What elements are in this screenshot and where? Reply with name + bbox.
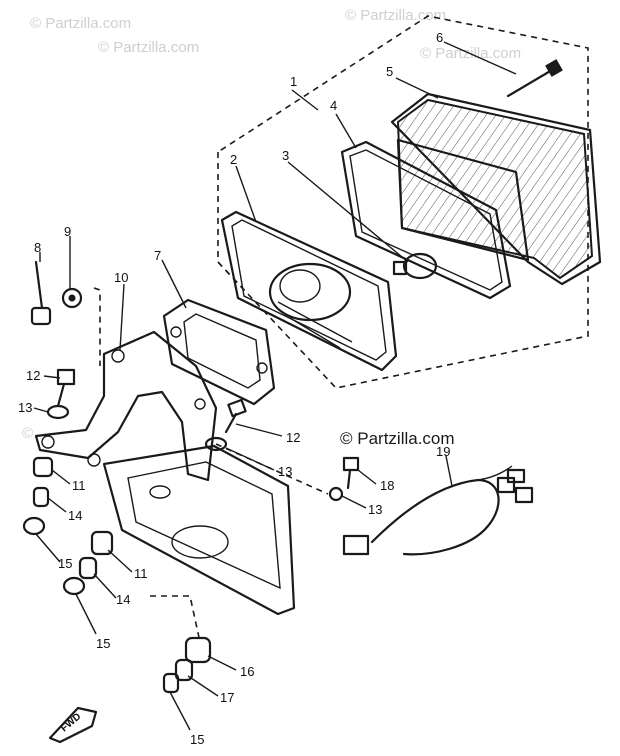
collar-14-center xyxy=(78,556,98,580)
lens-gasket xyxy=(340,140,512,300)
main-bracket xyxy=(34,330,218,482)
collar-11-center xyxy=(90,530,114,556)
callout-18: 18 xyxy=(380,478,394,493)
lens-screw xyxy=(506,59,563,98)
callout-14-left: 14 xyxy=(68,508,82,523)
bolt-8 xyxy=(30,260,52,326)
lamp-base xyxy=(220,210,398,372)
callout-8: 8 xyxy=(34,240,41,255)
callout-13-right: 13 xyxy=(278,464,292,479)
watermark-top-left-2: © Partzilla.com xyxy=(98,39,199,56)
license-bracket-plate xyxy=(162,298,276,406)
alignment-line-left xyxy=(93,287,101,366)
tail-lamp-lens xyxy=(390,92,602,286)
callout-7: 7 xyxy=(154,248,161,263)
nut-15-bottom xyxy=(162,672,180,694)
callout-6: 6 xyxy=(436,30,443,45)
forward-arrow-icon: FWD xyxy=(48,706,98,744)
wiring-harness xyxy=(342,465,534,556)
callout-13-center: 13 xyxy=(368,502,382,517)
callout-1: 1 xyxy=(290,74,297,89)
bolt-12-left xyxy=(56,368,76,408)
leader-lines xyxy=(33,41,517,731)
watermark-mid-left: © xyxy=(22,425,33,442)
collar-17 xyxy=(174,658,194,682)
callout-12-left: 12 xyxy=(26,368,40,383)
callout-2: 2 xyxy=(230,152,237,167)
watermark-main: © Partzilla.com xyxy=(340,429,455,448)
callout-16: 16 xyxy=(240,664,254,679)
callout-14-center: 14 xyxy=(116,592,130,607)
bolt-18 xyxy=(342,456,360,490)
callout-15-left: 15 xyxy=(58,556,72,571)
collar-11-left xyxy=(32,456,54,478)
callout-11-left: 11 xyxy=(72,478,86,493)
collar-14-left xyxy=(32,486,50,508)
washer-13-left xyxy=(46,404,70,420)
callout-17: 17 xyxy=(220,690,234,705)
washer-9 xyxy=(61,287,83,309)
watermark-top-left: © Partzilla.com xyxy=(30,15,131,32)
callout-11-center: 11 xyxy=(134,566,148,581)
forward-label: FWD xyxy=(59,711,84,734)
callout-15-center: 15 xyxy=(96,636,110,651)
bulb xyxy=(392,252,438,280)
callout-13-left: 13 xyxy=(18,400,32,415)
callout-12-right: 12 xyxy=(286,430,300,445)
callout-3: 3 xyxy=(282,148,289,163)
callout-19: 19 xyxy=(436,444,450,459)
nut-15-center xyxy=(62,576,86,596)
alignment-line-mid xyxy=(215,443,329,495)
callout-9: 9 xyxy=(64,224,71,239)
callout-4: 4 xyxy=(330,98,337,113)
washer-13-center xyxy=(328,486,344,502)
callout-15-bottom: 15 xyxy=(190,732,204,747)
washer-13-right xyxy=(204,436,228,452)
watermark-top-center: © Partzilla.com xyxy=(345,7,446,24)
license-plate-holder xyxy=(102,444,296,616)
alignment-line-bottom xyxy=(150,595,201,643)
bolt-12-right xyxy=(224,398,247,434)
collar-16 xyxy=(184,636,212,664)
callout-10: 10 xyxy=(114,270,128,285)
callout-5: 5 xyxy=(386,64,393,79)
nut-15-left xyxy=(22,516,46,536)
